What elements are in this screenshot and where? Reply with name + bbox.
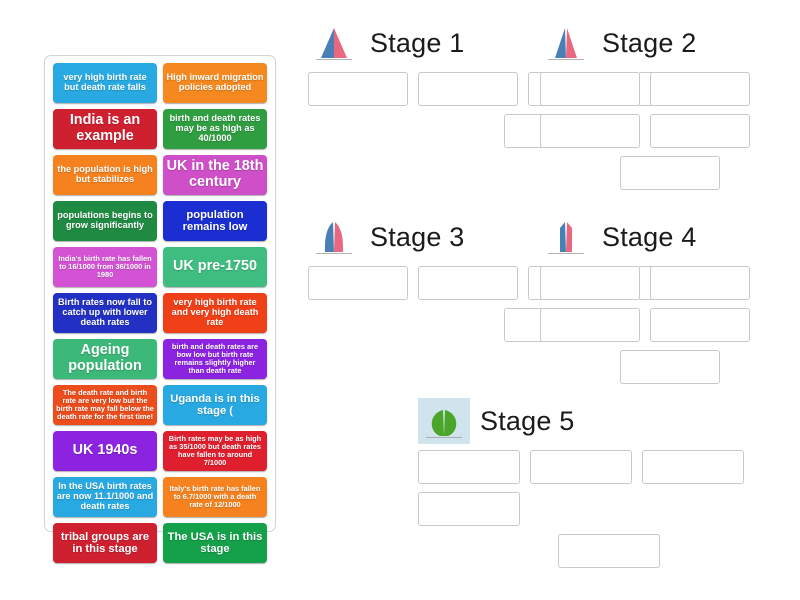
answer-tile-label: Italy's birth rate has fallen to 6.7/100…: [169, 484, 261, 509]
drop-zone[interactable]: [418, 72, 518, 106]
answer-tile[interactable]: In the USA birth rates are now 11.1/1000…: [53, 477, 157, 517]
population-pyramid-icon: [308, 20, 360, 66]
answer-tile-label: In the USA birth rates are now 11.1/1000…: [56, 481, 154, 511]
answer-tile[interactable]: populations begins to grow significantly: [53, 201, 157, 241]
stage-drop-zones: [540, 266, 800, 384]
population-pyramid-icon: [418, 398, 470, 444]
answer-tile[interactable]: very high birth rate and very high death…: [163, 293, 267, 333]
answer-tile-label: UK pre-1750: [173, 258, 257, 275]
drop-zone-row: [540, 350, 800, 384]
answer-tile[interactable]: the population is high but stabilizes: [53, 155, 157, 195]
drop-zone[interactable]: [620, 156, 720, 190]
answer-tile-label: populations begins to grow significantly: [57, 210, 153, 230]
stage-title: Stage 2: [602, 27, 697, 58]
stage-drop-zones: [540, 72, 800, 190]
answer-tile-label: Birth rates now fall to catch up with lo…: [58, 297, 152, 327]
stage-header: Stage 5: [418, 392, 800, 450]
stage-header: Stage 4: [540, 208, 800, 266]
drop-zone[interactable]: [620, 350, 720, 384]
drop-zone[interactable]: [540, 72, 640, 106]
drop-zone[interactable]: [308, 266, 408, 300]
answer-tile-label: India's birth rate has fallen to 16/1000…: [58, 254, 152, 279]
answer-tile[interactable]: Birth rates now fall to catch up with lo…: [53, 293, 157, 333]
answer-tile-label: tribal groups are in this stage: [60, 530, 150, 555]
population-pyramid-icon: [540, 214, 592, 260]
answer-tile[interactable]: population remains low: [163, 201, 267, 241]
drop-zone[interactable]: [418, 266, 518, 300]
answer-tile[interactable]: Italy's birth rate has fallen to 6.7/100…: [163, 477, 267, 517]
answer-tile[interactable]: very high birth rate but death rate fall…: [53, 63, 157, 103]
drop-zone[interactable]: [540, 114, 640, 148]
drop-zone[interactable]: [650, 266, 750, 300]
stage-group-4: Stage 4: [540, 208, 800, 384]
answer-tile[interactable]: UK pre-1750: [163, 247, 267, 287]
answer-tile[interactable]: The USA is in this stage: [163, 523, 267, 563]
answer-tile-label: Uganda is in this stage (: [170, 392, 260, 417]
answer-tile[interactable]: birth and death rates are bow low but bi…: [163, 339, 267, 379]
tile-bank[interactable]: very high birth rate but death rate fall…: [44, 55, 276, 563]
drop-zone[interactable]: [418, 492, 520, 526]
drop-zone[interactable]: [418, 450, 520, 484]
drop-zone[interactable]: [650, 114, 750, 148]
stage-title: Stage 3: [370, 221, 465, 252]
stage-group-5: Stage 5: [418, 392, 800, 568]
drop-zone[interactable]: [650, 72, 750, 106]
answer-tile-label: very high birth rate but death rate fall…: [63, 72, 147, 92]
drop-zone[interactable]: [642, 450, 744, 484]
population-pyramid-icon: [308, 214, 360, 260]
stage-header: Stage 1: [308, 14, 800, 72]
population-pyramid-icon: [540, 20, 592, 66]
drop-zone-row: [540, 156, 800, 190]
answer-tile[interactable]: UK 1940s: [53, 431, 157, 471]
answer-tile-label: Birth rates may be as high as 35/1000 bu…: [168, 434, 262, 467]
answer-tile[interactable]: UK in the 18th century: [163, 155, 267, 195]
answer-tile-label: Ageing population: [68, 342, 142, 374]
answer-tile-label: UK in the 18th century: [166, 158, 264, 190]
stage-drop-zones: [418, 450, 800, 568]
drop-zone[interactable]: [540, 308, 640, 342]
answer-tile[interactable]: birth and death rates may be as high as …: [163, 109, 267, 149]
answer-tile[interactable]: tribal groups are in this stage: [53, 523, 157, 563]
answer-tile-label: India is an example: [69, 112, 141, 144]
answer-tile-label: population remains low: [182, 208, 248, 233]
drop-zone[interactable]: [650, 308, 750, 342]
answer-tile-label: very high birth rate and very high death…: [171, 297, 259, 327]
drop-zone[interactable]: [308, 72, 408, 106]
answer-tile-label: birth and death rates may be as high as …: [169, 113, 261, 143]
stage-title: Stage 5: [480, 405, 575, 436]
answer-tile[interactable]: The death rate and birth rate are very l…: [53, 385, 157, 425]
answer-tile[interactable]: Ageing population: [53, 339, 157, 379]
stage-header: Stage 2: [540, 14, 800, 72]
drop-zone[interactable]: [558, 534, 660, 568]
answer-tile[interactable]: Birth rates may be as high as 35/1000 bu…: [163, 431, 267, 471]
stage-header: Stage 3: [308, 208, 800, 266]
answer-tile-label: High inward migration policies adopted: [166, 72, 264, 92]
answer-tile-label: The USA is in this stage: [167, 530, 263, 555]
answer-tile-label: UK 1940s: [72, 442, 138, 459]
stage-group-2: Stage 2: [540, 14, 800, 190]
drop-zone[interactable]: [530, 450, 632, 484]
answer-tile-label: the population is high but stabilizes: [57, 164, 153, 184]
answer-tile[interactable]: India's birth rate has fallen to 16/1000…: [53, 247, 157, 287]
answer-tile[interactable]: High inward migration policies adopted: [163, 63, 267, 103]
drop-zone[interactable]: [540, 266, 640, 300]
stage-title: Stage 1: [370, 27, 465, 58]
answer-tile-label: The death rate and birth rate are very l…: [56, 388, 154, 421]
stage-title: Stage 4: [602, 221, 697, 252]
answer-tile[interactable]: India is an example: [53, 109, 157, 149]
answer-tile[interactable]: Uganda is in this stage (: [163, 385, 267, 425]
drop-zone-row: [418, 534, 800, 568]
answer-tile-label: birth and death rates are bow low but bi…: [171, 342, 259, 375]
